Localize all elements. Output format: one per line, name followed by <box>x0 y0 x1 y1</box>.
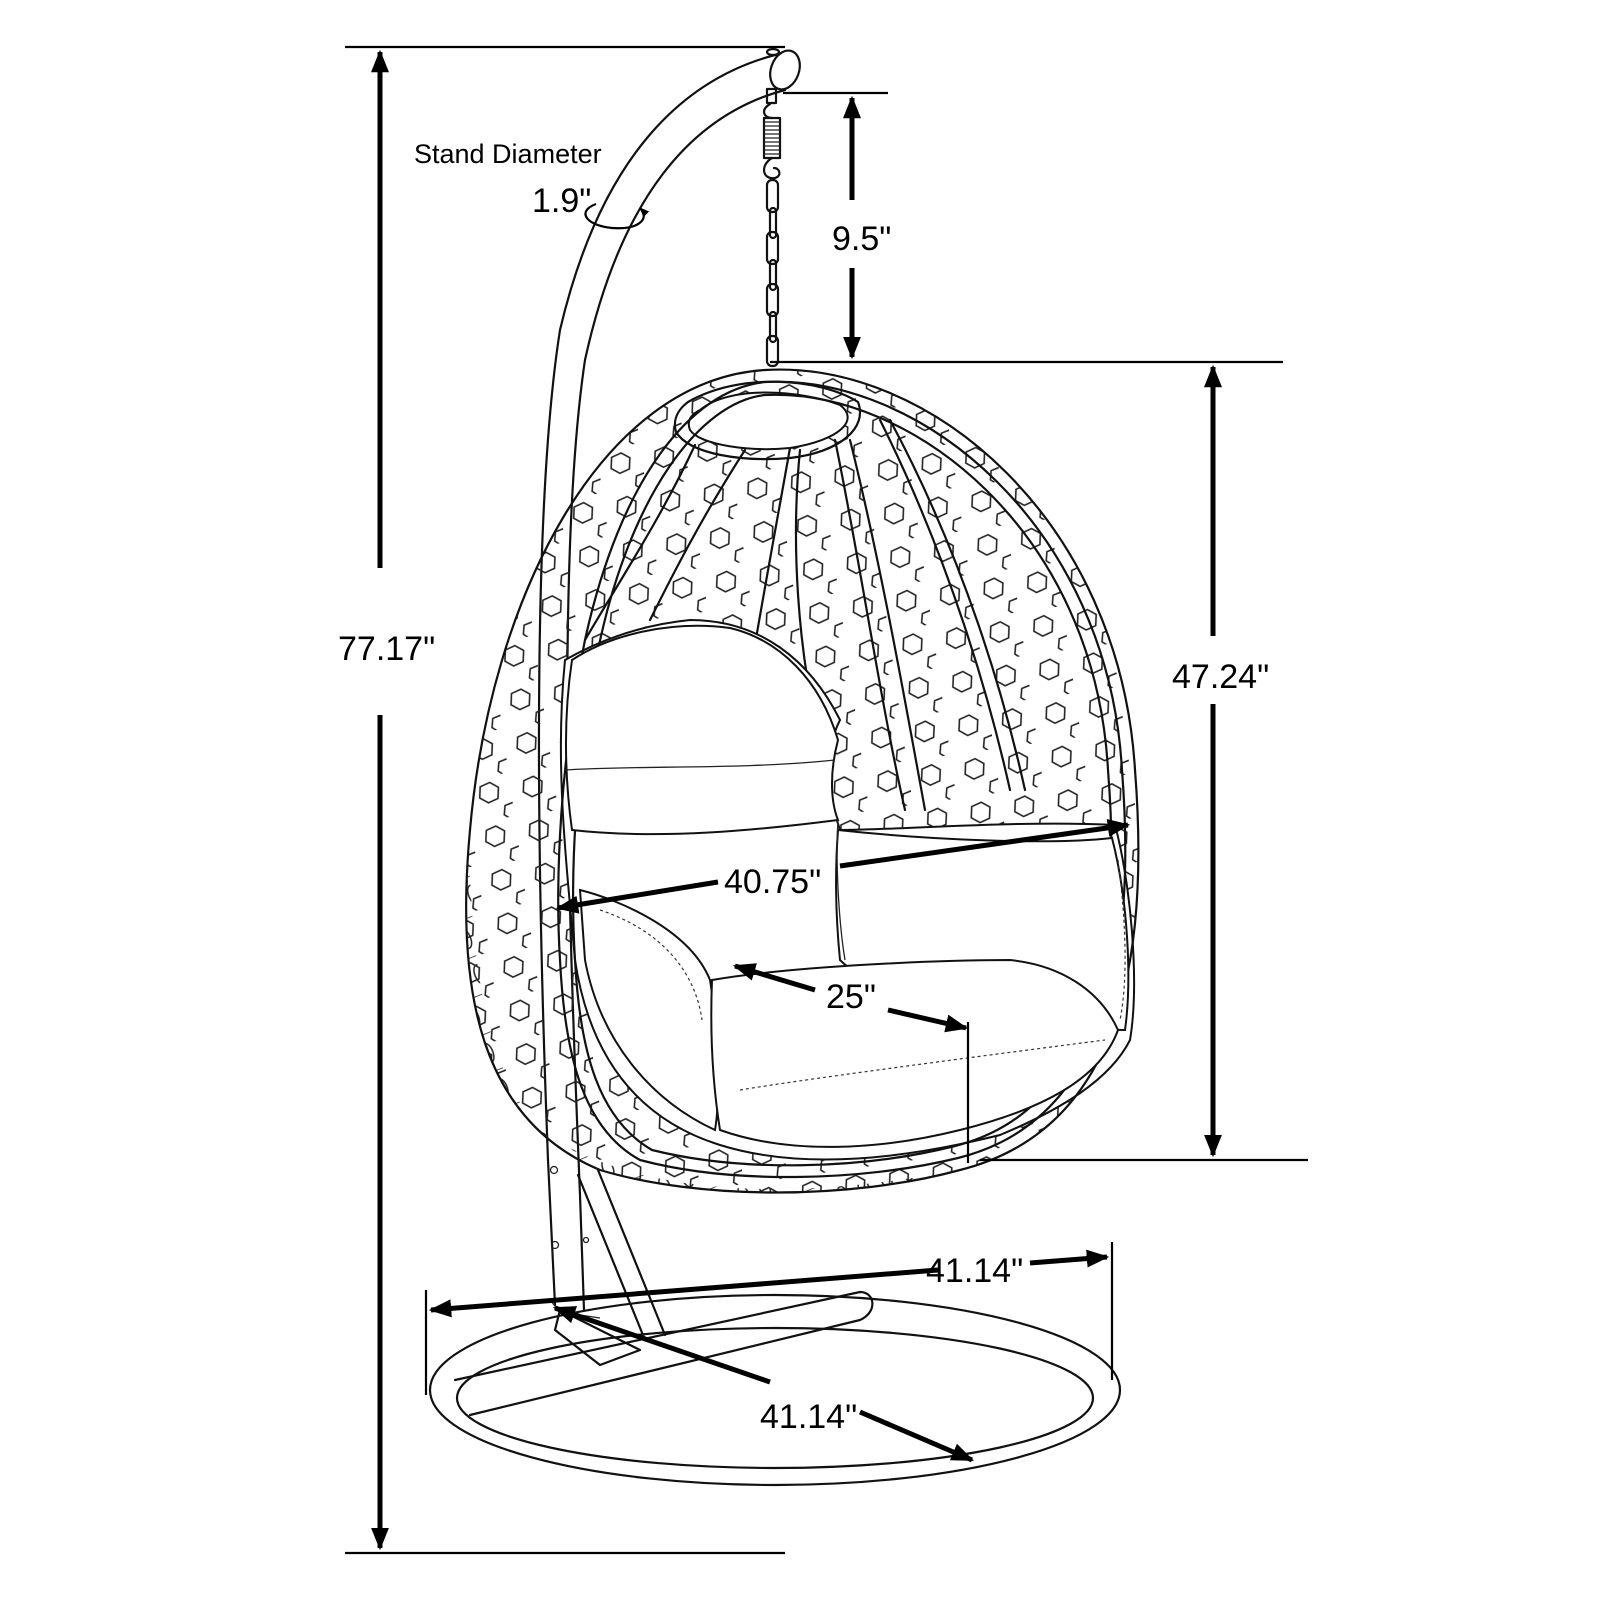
egg-basket <box>465 368 1140 1194</box>
chain <box>765 178 780 368</box>
base-crossbar <box>453 1290 874 1417</box>
back-pillow <box>565 624 840 836</box>
hook-bracket <box>765 87 778 105</box>
base-ring-inner <box>455 1326 1095 1470</box>
label-basket-width: 40.75" <box>724 863 821 901</box>
dimensions <box>345 45 1308 1555</box>
label-stand-diameter-value: 1.9" <box>532 182 591 220</box>
label-overall-height: 77.17" <box>338 630 435 668</box>
label-seat-depth: 25" <box>826 978 876 1016</box>
basket-rim-band <box>557 380 1127 1179</box>
label-stand-diameter-title: Stand Diameter <box>414 139 602 169</box>
dimension-labels: Stand Diameter 1.9" 9.5" 77.17" 47.24" 4… <box>338 139 1269 1436</box>
lower-hook <box>763 156 781 180</box>
label-basket-height: 47.24" <box>1172 658 1269 696</box>
basket-rim-outer <box>465 368 1140 1194</box>
seat-cushion <box>710 958 1120 1148</box>
label-base-depth: 41.14" <box>760 1398 857 1436</box>
hanging-hardware <box>762 87 782 368</box>
label-chain-length: 9.5" <box>832 220 891 258</box>
label-base-width: 41.14" <box>926 1252 1023 1290</box>
stand-pipe-cap <box>769 49 801 91</box>
stand-diagonal-brace <box>576 1168 667 1342</box>
spring <box>762 116 782 160</box>
base-ring-outer <box>428 1293 1122 1487</box>
